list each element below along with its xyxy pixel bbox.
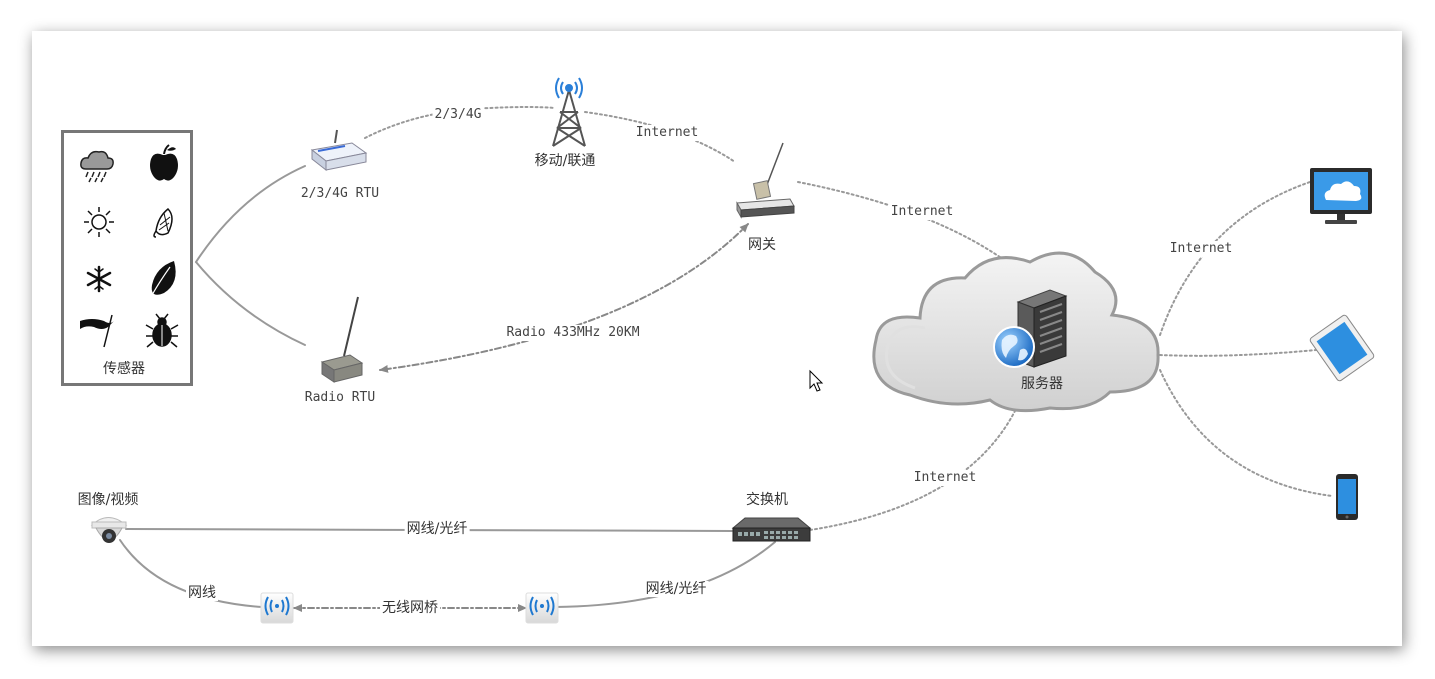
link-label-radio: Radio 433MHz 20KM: [504, 325, 642, 341]
link-label-camera-bridge: 网线: [186, 585, 218, 601]
rtu-4g-label: 2/3/4G RTU: [300, 186, 380, 201]
mouse-cursor-icon: [809, 369, 824, 392]
corn-icon: [153, 207, 173, 238]
link-sensors-rtu4g: [195, 165, 306, 263]
gateway-device-icon: [736, 142, 795, 219]
tower-label: 移动/联通: [534, 153, 596, 169]
snowflake-icon: [86, 265, 112, 293]
link-label-gateway-cloud: Internet: [888, 204, 956, 220]
radio-rtu-label: Radio RTU: [304, 390, 376, 405]
link-radio: [379, 223, 749, 373]
gateway-label: 网关: [748, 237, 776, 253]
bug-icon: [145, 313, 179, 348]
globe-icon: [993, 326, 1035, 368]
link-cloud-monitor: [1159, 181, 1311, 336]
link-label-bridge-switch: 网线/光纤: [643, 581, 709, 597]
tablet-icon: [1309, 314, 1375, 382]
link-camera-bridge: [119, 539, 263, 608]
switch-label: 交换机: [746, 492, 788, 508]
camera-icon: [90, 517, 128, 543]
link-label-switch-cloud: Internet: [911, 470, 979, 486]
apple-icon: [150, 144, 178, 181]
server-label: 服务器: [1021, 376, 1063, 392]
link-rtu-tower: [364, 106, 556, 139]
link-gateway-cloud: [797, 181, 1016, 269]
link-bridge-switch: [555, 541, 776, 608]
link-label-rtu-tower: 2/3/4G: [432, 107, 484, 123]
monitor-icon: [1310, 168, 1372, 224]
phone-icon: [1336, 474, 1358, 520]
link-cloud-tablet: [1159, 349, 1317, 357]
link-label-camera-switch: 网线/光纤: [404, 521, 470, 537]
sun-icon: [84, 207, 114, 237]
wireless-bridge-left-icon: [260, 592, 294, 624]
link-cloud-phone: [1159, 369, 1333, 497]
link-sensors-radiortu: [195, 261, 306, 346]
rain-cloud-icon: [80, 150, 114, 183]
link-label-cloud-devices: Internet: [1167, 241, 1235, 257]
rtu-4g-device-icon: [310, 129, 368, 172]
wireless-bridge-right-icon: [525, 592, 559, 624]
link-switch-cloud: [809, 404, 1019, 531]
radio-rtu-device-icon: [320, 296, 364, 383]
sensor-group: [61, 130, 193, 386]
leaf-icon: [151, 261, 176, 296]
wind-flag-icon: [80, 314, 114, 348]
camera-label: 图像/视频: [77, 492, 139, 508]
network-switch-icon: [731, 517, 812, 542]
link-label-tower-gateway: Internet: [633, 125, 701, 141]
link-label-wireless-bridge: 无线网桥: [380, 600, 440, 616]
sensors-label: 传感器: [103, 361, 145, 377]
cell-tower-icon: [552, 77, 586, 147]
